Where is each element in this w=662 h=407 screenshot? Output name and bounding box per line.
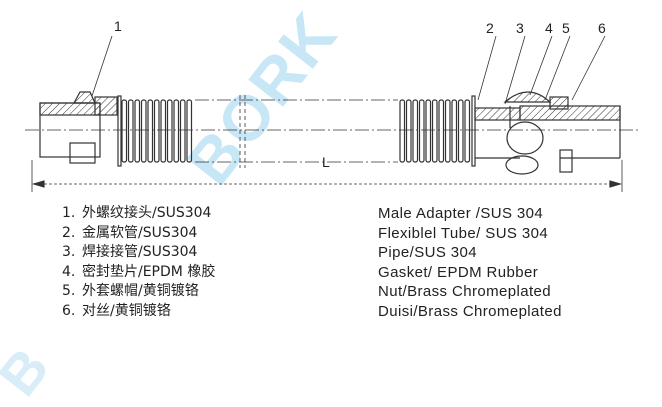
part-row-cn: 1. 外螺纹接头/SUS304 — [62, 204, 215, 224]
part-name-cn: 外套螺帽/黄铜镀铬 — [82, 283, 199, 300]
flexible-tube-left — [117, 95, 193, 167]
watermark-logo-partial: B — [0, 336, 61, 407]
dimension-line-L — [31, 160, 623, 192]
bellows-corrugation — [431, 99, 438, 163]
bellows-collar — [471, 95, 476, 167]
part-number: 3. — [62, 244, 76, 261]
bellows-corrugation — [127, 99, 134, 163]
bellows-corrugation — [464, 99, 471, 163]
leader-lines — [91, 35, 606, 105]
callout-1: 1 — [114, 18, 122, 34]
dimension-label: L — [322, 154, 330, 170]
bellows-corrugation — [412, 99, 419, 163]
callout-5: 5 — [562, 20, 570, 36]
male-adapter — [39, 91, 118, 164]
part-name-en: Gasket/ EPDM Rubber — [378, 263, 539, 281]
bellows-corrugation — [418, 99, 425, 163]
union-fitting — [519, 96, 621, 173]
bellows-corrugation — [166, 99, 173, 163]
bellows-corrugation — [160, 99, 167, 163]
nut — [503, 91, 552, 175]
part-name-cn: 对丝/黄铜镀铬 — [82, 302, 171, 319]
bellows-corrugation — [444, 99, 451, 163]
callout-2: 2 — [486, 20, 494, 36]
callout-6: 6 — [598, 20, 606, 36]
part-row-cn: 3. 焊接接管/SUS304 — [62, 243, 215, 263]
part-name-cn: 外螺纹接头/SUS304 — [82, 205, 212, 221]
hose-assembly-drawing — [25, 35, 640, 192]
flexible-tube-right — [399, 95, 476, 167]
part-number: 5. — [62, 283, 76, 300]
bellows-corrugation — [186, 99, 193, 163]
bellows-corrugation — [153, 99, 160, 163]
part-name-cn: 密封垫片/EPDM 橡胶 — [82, 263, 216, 280]
part-name-en: Pipe/SUS 304 — [378, 244, 478, 262]
bellows-corrugation — [173, 99, 180, 163]
part-name-en: Duisi/Brass Chromeplated — [378, 302, 562, 320]
callout-3: 3 — [516, 20, 524, 36]
part-row-cn: 4. 密封垫片/EPDM 橡胶 — [62, 263, 215, 283]
callout-4: 4 — [545, 20, 553, 36]
bellows-corrugation — [147, 99, 154, 163]
bellows-corrugation — [438, 99, 445, 163]
part-number: 1. — [62, 205, 76, 221]
part-name-cn: 金属软管/SUS304 — [82, 224, 198, 241]
bellows-corrugation — [121, 99, 128, 163]
bellows-corrugation — [179, 99, 186, 163]
bellows-corrugation — [425, 99, 432, 163]
part-name-en: Nut/Brass Chromeplated — [378, 283, 552, 301]
bellows-corrugation — [451, 99, 458, 163]
parts-list-chinese: 1. 外螺纹接头/SUS304 2. 金属软管/SUS304 3. 焊接接管/SUS304… — [62, 204, 215, 322]
part-row-cn: 5. 外套螺帽/黄铜镀铬 — [62, 282, 215, 302]
part-name-en: Male Adapter /SUS 304 — [378, 205, 544, 222]
part-number: 4. — [62, 263, 76, 280]
bellows-corrugation — [134, 99, 141, 163]
part-row-cn: 6. 对丝/黄铜镀铬 — [62, 302, 215, 322]
part-row-cn: 2. 金属软管/SUS304 — [62, 224, 215, 244]
part-number: 2. — [62, 224, 76, 241]
bellows-corrugation — [457, 99, 464, 163]
bellows-corrugation — [140, 99, 147, 163]
bellows-corrugation — [399, 99, 406, 163]
part-name-cn: 焊接接管/SUS304 — [82, 244, 198, 261]
part-name-en: Flexiblel Tube/ SUS 304 — [378, 224, 549, 242]
part-number: 6. — [62, 302, 76, 319]
bellows-corrugation — [405, 99, 412, 163]
bellows-collar — [117, 95, 122, 167]
